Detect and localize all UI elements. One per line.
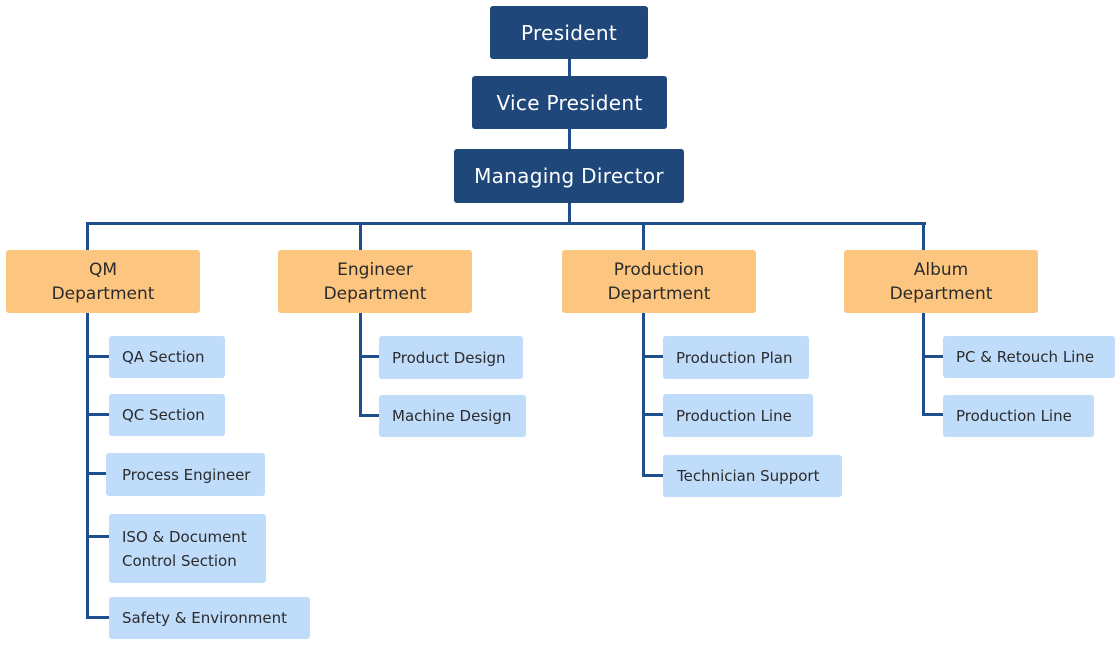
president-label: President <box>521 20 617 45</box>
connector-to-album <box>922 222 925 251</box>
managing-director-label: Managing Director <box>474 164 664 188</box>
section-pc-retouch-line: PC & Retouch Line <box>943 336 1115 378</box>
connector-production-branch <box>642 355 664 358</box>
section-label-line1: ISO & Document <box>122 527 247 546</box>
section-label: Machine Design <box>392 407 512 425</box>
section-product-design: Product Design <box>379 336 523 379</box>
vice-president-label: Vice President <box>496 90 643 115</box>
section-label: Production Line <box>956 407 1072 425</box>
managing-director-box: Managing Director <box>454 149 684 203</box>
section-label: QC Section <box>122 406 205 424</box>
connector-qm-branch <box>86 413 110 416</box>
department-label-line1: Album <box>913 259 969 280</box>
connector-qm-branch <box>86 616 110 619</box>
section-qc: QC Section <box>109 394 225 436</box>
section-label: Production Plan <box>676 348 793 367</box>
section-label: PC & Retouch Line <box>956 348 1095 366</box>
department-label-line1: QM <box>88 259 118 280</box>
connector-album-trunk <box>922 312 925 416</box>
department-label-line2: Department <box>51 283 155 304</box>
connector-qm-branch <box>86 535 110 538</box>
section-label-line2: Control Section <box>122 551 237 570</box>
connector-album-branch <box>922 413 944 416</box>
section-safety-environment: Safety & Environment <box>109 597 310 639</box>
section-process-engineer: Process Engineer <box>106 453 265 496</box>
connector-engineer-trunk <box>359 312 362 417</box>
connector-engineer-branch <box>359 355 380 358</box>
connector-engineer-branch <box>359 414 380 417</box>
section-qa: QA Section <box>109 336 225 378</box>
department-label-line2: Department <box>323 283 427 304</box>
section-label: Product Design <box>392 348 506 367</box>
department-label-line1: Engineer <box>337 259 413 280</box>
department-label-line2: Department <box>889 283 993 304</box>
section-iso-document-control: ISO & Document Control Section <box>109 514 266 583</box>
section-production-line: Production Line <box>663 394 813 437</box>
connector-qm-trunk <box>86 312 89 619</box>
department-qm: QM Department <box>6 250 200 313</box>
department-label-line1: Production <box>613 259 705 280</box>
section-label: Safety & Environment <box>122 609 287 627</box>
president-box: President <box>490 6 648 59</box>
connector-vp-md <box>568 128 571 150</box>
section-technician-support: Technician Support <box>663 455 842 497</box>
section-label: Technician Support <box>677 467 820 485</box>
connector-qm-branch <box>86 472 107 475</box>
section-machine-design: Machine Design <box>379 395 526 437</box>
connector-to-qm <box>86 222 89 251</box>
connector-production-trunk <box>642 312 645 477</box>
department-engineer: Engineer Department <box>278 250 472 313</box>
section-production-plan: Production Plan <box>663 336 809 379</box>
section-label: Production Line <box>676 406 792 425</box>
connector-md-bus <box>568 202 571 225</box>
connector-production-branch <box>642 474 664 477</box>
department-label-line2: Department <box>607 283 711 304</box>
department-production: Production Department <box>562 250 756 313</box>
connector-to-production <box>642 222 645 251</box>
connector-to-engineer <box>359 222 362 251</box>
section-production-line: Production Line <box>943 395 1094 437</box>
department-album: Album Department <box>844 250 1038 313</box>
section-label: Process Engineer <box>122 465 251 484</box>
connector-department-bus <box>86 222 926 225</box>
vice-president-box: Vice President <box>472 76 667 129</box>
connector-president-vp <box>568 58 571 77</box>
section-label: QA Section <box>122 348 205 366</box>
connector-album-branch <box>922 355 944 358</box>
connector-production-branch <box>642 413 664 416</box>
connector-qm-branch <box>86 355 110 358</box>
